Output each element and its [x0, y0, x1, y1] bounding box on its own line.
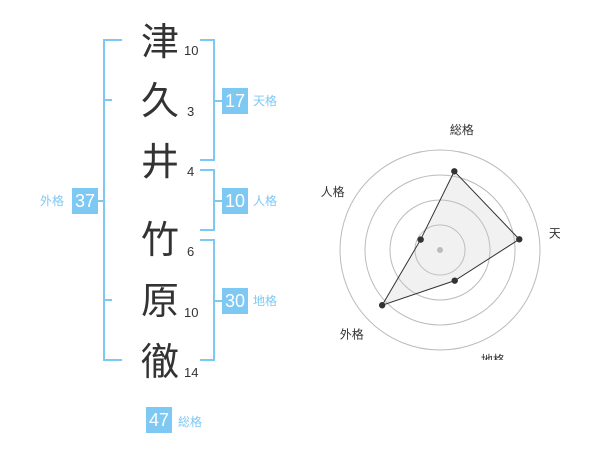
radar-point: [451, 168, 458, 175]
radar-point: [417, 236, 424, 243]
radar-ring: [339, 149, 541, 351]
jinkaku-label: 人格: [253, 194, 278, 208]
stroke-count-5: 10: [184, 305, 199, 320]
chikaku-label: 地格: [253, 294, 278, 308]
tenkaku-value: 17: [222, 88, 248, 114]
name-char-4: 竹: [141, 218, 180, 262]
radar-ring: [364, 174, 516, 326]
name-char-5: 原: [141, 279, 180, 323]
radar-area: [381, 170, 521, 307]
radar-point: [378, 302, 386, 309]
stroke-count-2: 3: [187, 104, 195, 119]
soukaku-label: 総格: [178, 415, 203, 429]
tenkaku-bracket: [200, 39, 215, 161]
radar-axis-label: 地格: [481, 352, 505, 360]
stroke-count-4: 6: [187, 244, 195, 259]
gaikaku-value: 37: [72, 188, 98, 214]
soukaku-value: 47: [146, 407, 172, 433]
radar-point: [516, 236, 523, 243]
chikaku-value: 30: [222, 288, 248, 314]
stroke-count-6: 14: [184, 365, 199, 380]
radar-axis-label: 人格: [321, 184, 345, 199]
radar-center-dot: [437, 247, 443, 253]
stroke-count-1: 10: [184, 43, 199, 58]
name-char-2: 久: [141, 79, 180, 123]
radar-chart: 総格天格地格 外格 人格: [321, 122, 560, 360]
gaikaku-label: 外格: [40, 194, 65, 208]
jinkaku-bracket: [200, 169, 215, 231]
jinkaku-value: 10: [222, 188, 248, 214]
name-char-3: 井: [141, 140, 180, 184]
radar-axis-label: 総格: [450, 122, 474, 137]
name-char-6: 徹: [141, 340, 180, 384]
name-char-1: 津: [141, 20, 180, 64]
radar-axis-label: 外格: [340, 326, 364, 341]
radar-axis-label: 天格: [549, 226, 560, 241]
chikaku-bracket: [200, 239, 215, 361]
stroke-count-3: 4: [187, 164, 195, 179]
gaikaku-bracket: [103, 39, 122, 361]
radar-point: [451, 277, 458, 284]
tenkaku-label: 天格: [253, 94, 278, 108]
